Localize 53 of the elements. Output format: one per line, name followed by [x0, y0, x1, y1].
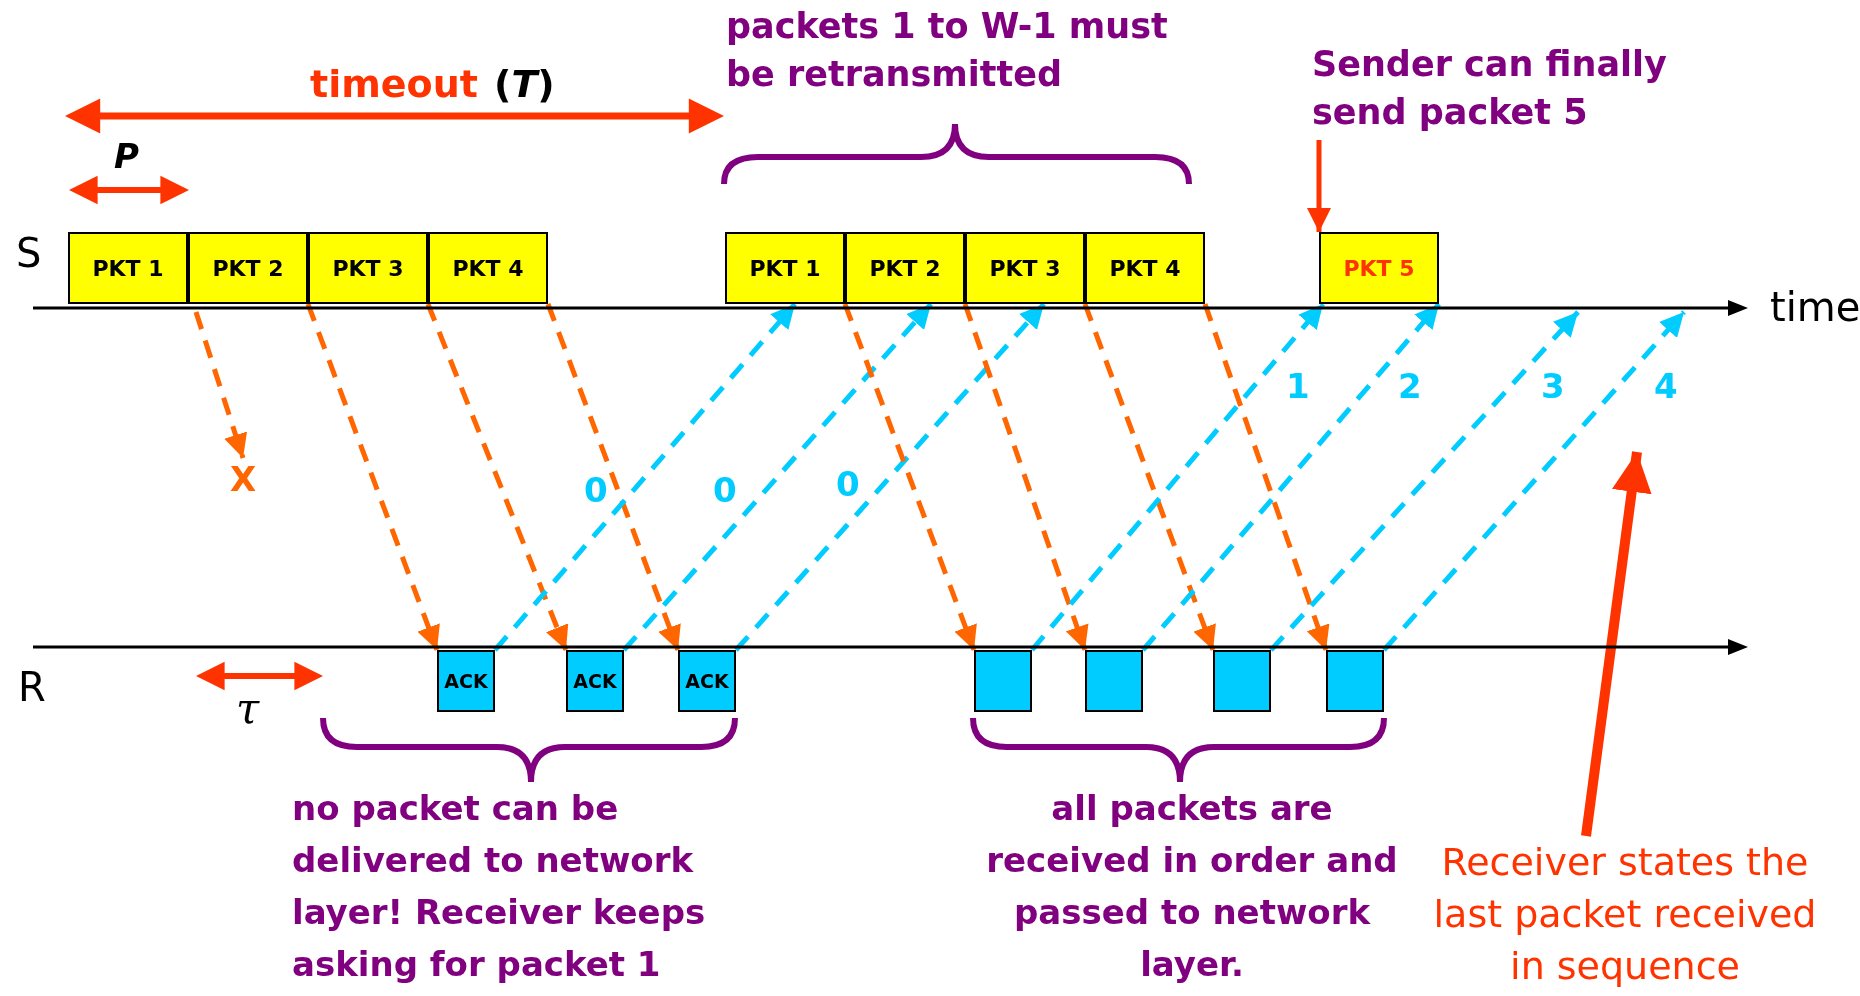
ack-box: ACK — [678, 650, 736, 712]
packet-box: PKT 1 — [68, 232, 188, 304]
edge-label: 0 — [712, 470, 738, 510]
dimension-label: τ — [236, 684, 260, 733]
note-text: all packets are received in order and passed to network layer. — [985, 787, 1399, 986]
arrow — [425, 303, 569, 651]
packet-box — [1085, 650, 1143, 712]
arrow — [1202, 303, 1330, 651]
arrow — [1269, 310, 1580, 652]
packet-box: PKT 4 — [1085, 232, 1205, 304]
arrow — [1382, 310, 1686, 652]
edge-label: 0 — [583, 470, 609, 510]
arrow — [493, 302, 797, 652]
ack-box: ACK — [437, 650, 495, 712]
edge-label: 0 — [835, 464, 861, 504]
packet-box: PKT 5 — [1319, 232, 1439, 304]
arrow — [962, 303, 1089, 651]
edge-label: 2 — [1397, 366, 1423, 406]
note-text: no packet can be delivered to network layer! Receiver keeps asking for packet 1 — [292, 787, 707, 986]
note-text: Sender can finally send packet 5 — [1312, 43, 1668, 134]
packet-box — [1326, 650, 1384, 712]
loss-mark: X — [229, 459, 257, 499]
arrow — [1030, 302, 1325, 652]
arrow — [193, 311, 248, 459]
packet-box: PKT 2 — [845, 232, 965, 304]
dimension-label: timeout — [310, 62, 478, 106]
dimension-label: P — [114, 136, 139, 176]
arrow — [842, 303, 977, 651]
arrow — [1141, 302, 1441, 652]
packet-box: PKT 3 — [965, 232, 1085, 304]
axis-label: time — [1770, 284, 1860, 330]
arrow — [622, 302, 933, 652]
packet-box — [974, 650, 1032, 712]
edge-label: 3 — [1540, 366, 1566, 406]
axis-label: S — [16, 230, 42, 276]
arrow — [305, 303, 440, 651]
edge-label: 1 — [1285, 366, 1311, 406]
packet-box: PKT 3 — [308, 232, 428, 304]
ack-box: ACK — [566, 650, 624, 712]
packet-box: PKT 2 — [188, 232, 308, 304]
note-text: packets 1 to W-1 must be retransmitted — [726, 5, 1169, 96]
arrow — [1581, 451, 1652, 837]
packet-box: PKT 4 — [428, 232, 548, 304]
dimension-label: (T) — [494, 62, 555, 106]
edge-label: 4 — [1653, 366, 1679, 406]
note-text: Receiver states the last packet received in sequence — [1432, 839, 1818, 990]
arrow — [545, 303, 681, 651]
arrow — [1307, 140, 1331, 232]
packet-box — [1213, 650, 1271, 712]
axis-label: R — [18, 664, 46, 710]
arrow — [734, 302, 1046, 652]
packet-box: PKT 1 — [725, 232, 845, 304]
arrow — [1082, 303, 1216, 651]
